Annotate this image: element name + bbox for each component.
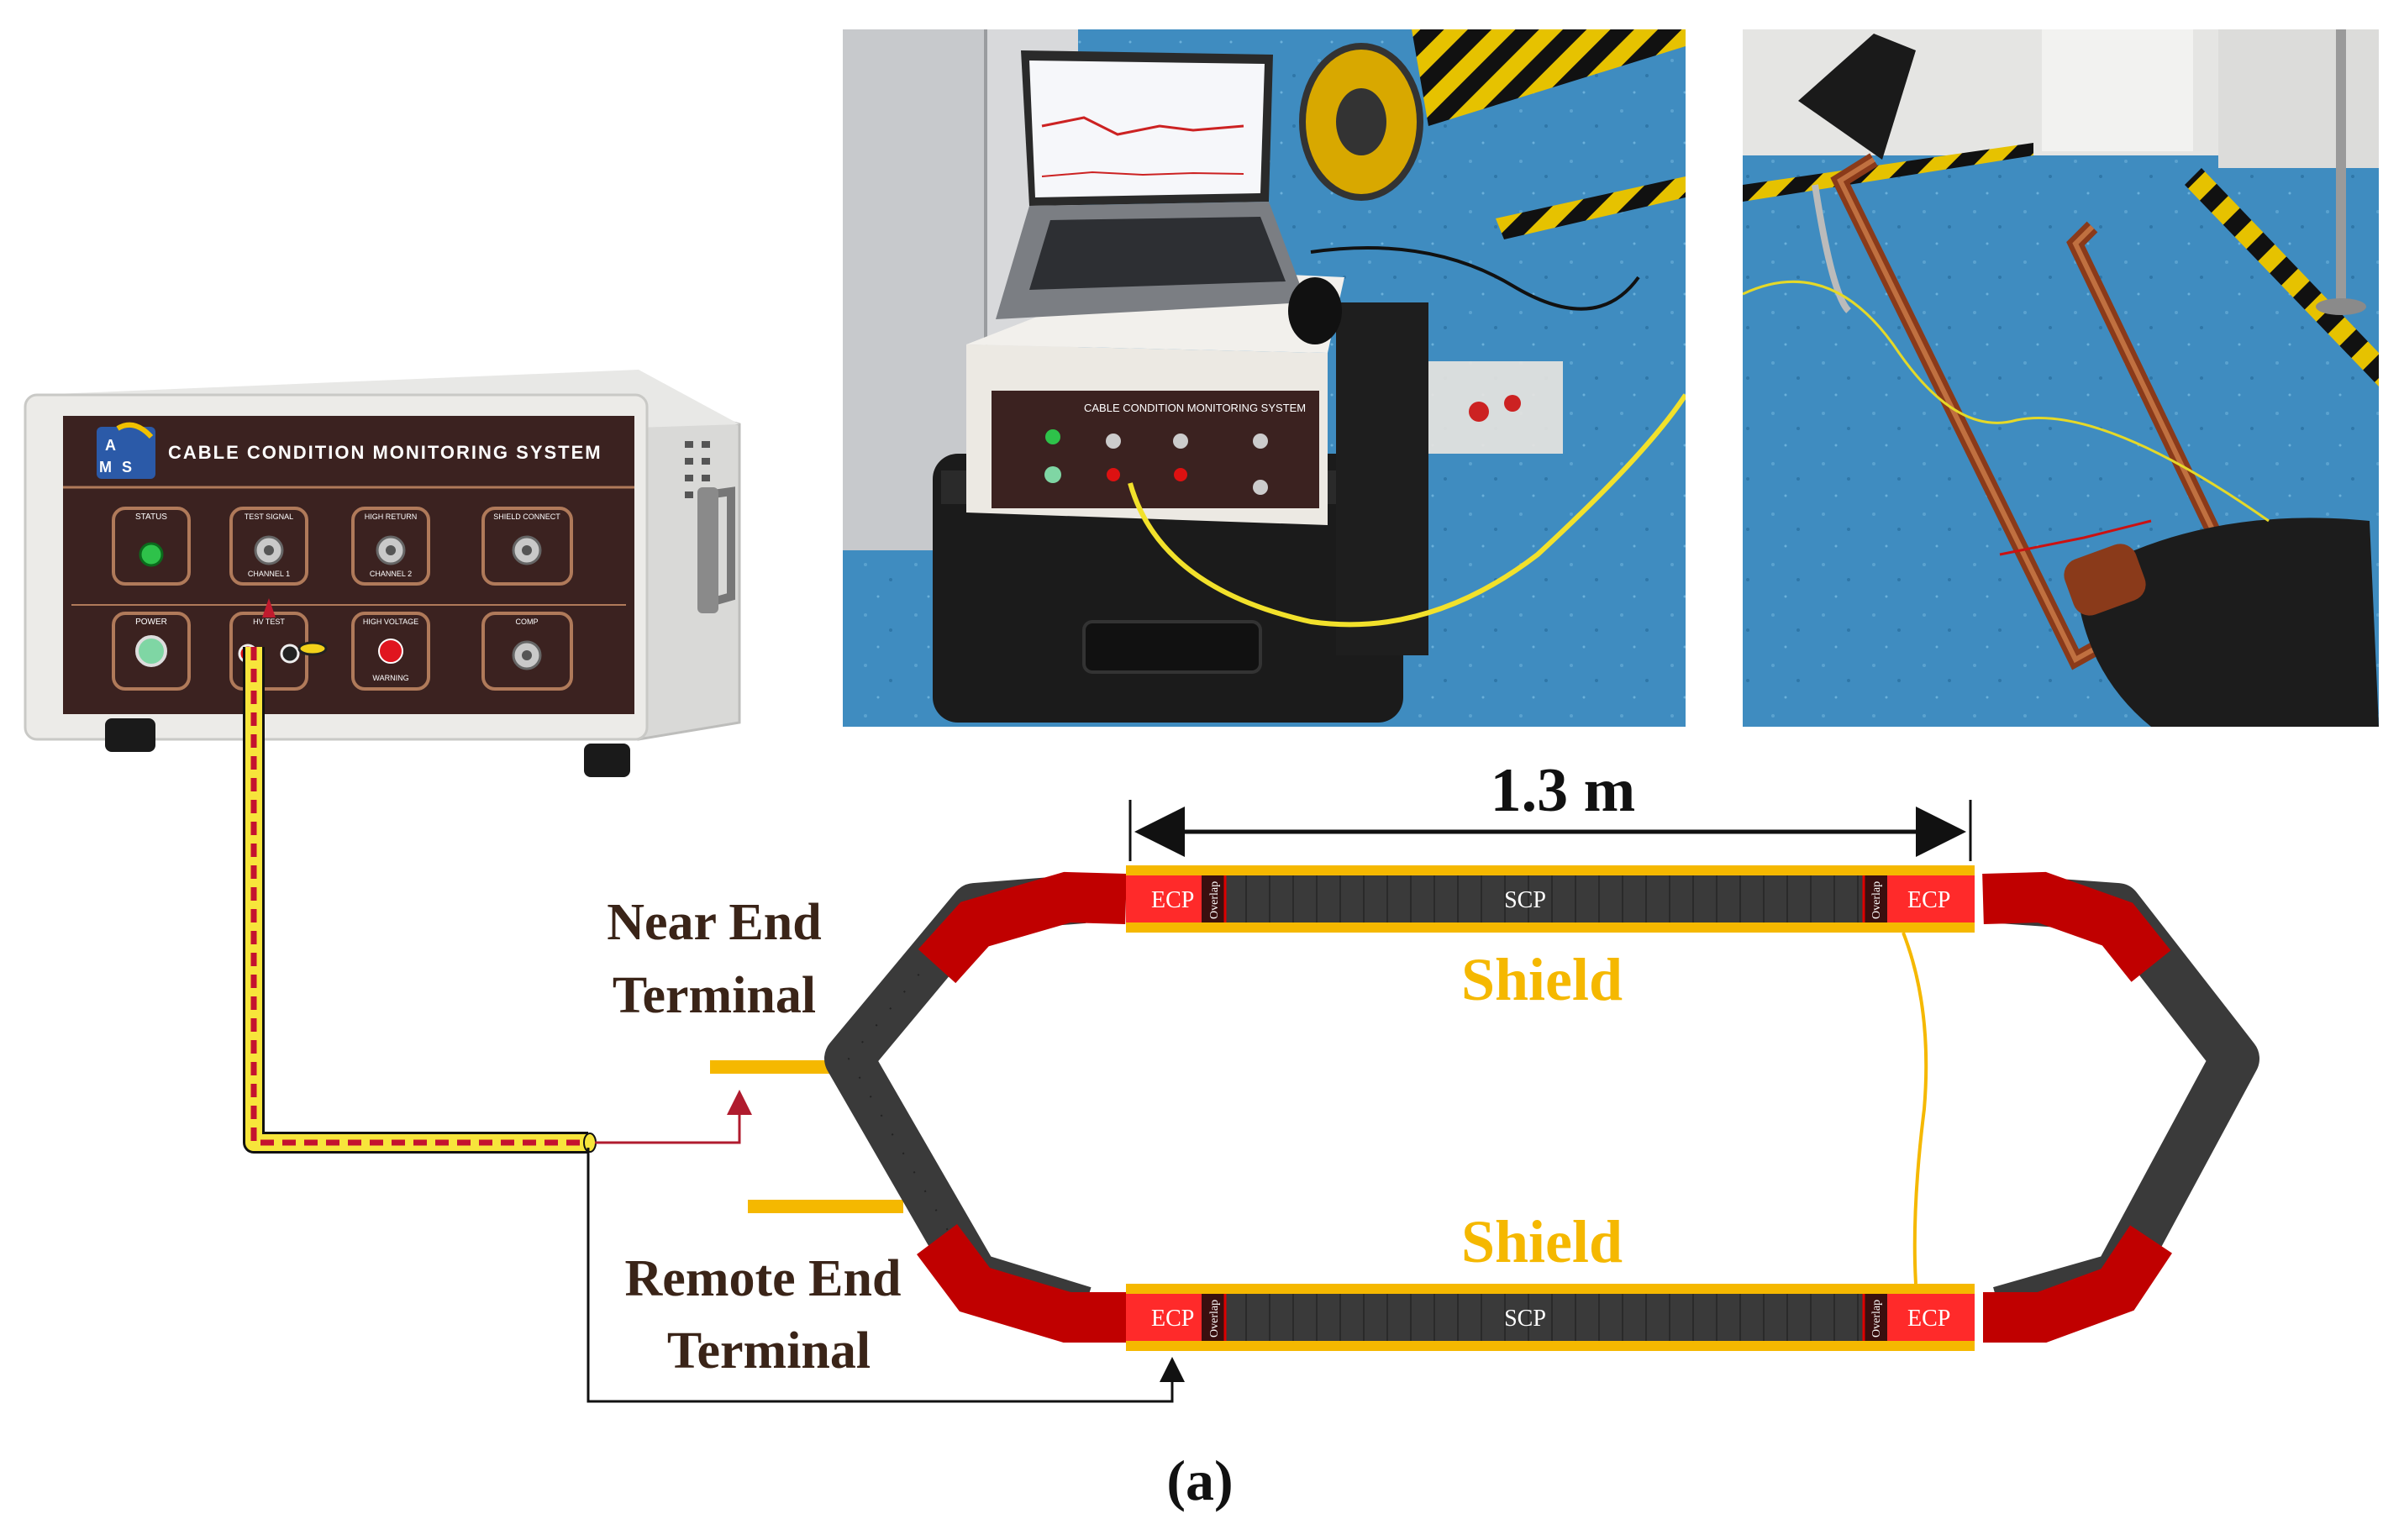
cable-loop: ECP SCP ECP Overlap Overlap ECP SCP ECP … xyxy=(824,865,2259,1351)
monitoring-device: A M S CABLE CONDITION MONITORING SYSTEM … xyxy=(24,370,741,777)
setup-photo: CABLE CONDITION MONITORING SYSTEM xyxy=(843,29,1686,727)
near-end-terminal-bar xyxy=(710,1060,857,1074)
near-end-label-line1: Near End xyxy=(607,894,822,951)
bottom-overlap-left-label: Overlap xyxy=(1208,1300,1221,1338)
length-label: 1.3 m xyxy=(1491,756,1636,825)
length-dimension: 1.3 m xyxy=(1128,756,1972,861)
svg-text:HIGH RETURN: HIGH RETURN xyxy=(365,512,418,521)
remote-end-label-line1: Remote End xyxy=(625,1250,902,1307)
bottom-scp-label: SCP xyxy=(1504,1306,1546,1332)
shield-label-bottom: Shield xyxy=(1461,1208,1623,1275)
status-indicator: STATUS xyxy=(112,507,191,586)
remote-end-terminal-bar xyxy=(748,1200,903,1213)
logo-letter-m: M xyxy=(99,459,112,476)
cable-sample-photo xyxy=(1743,29,2379,727)
bottom-shield-bottom-edge xyxy=(1126,1341,1975,1351)
svg-text:POWER: POWER xyxy=(135,618,167,627)
near-end-label-line2: Terminal xyxy=(613,967,816,1024)
logo-letter-a: A xyxy=(105,437,116,454)
connection-lines xyxy=(587,1090,1185,1403)
channel2-connector[interactable]: HIGH RETURN CHANNEL 2 xyxy=(351,507,430,586)
remote-end-label-line2: Terminal xyxy=(667,1322,871,1380)
svg-text:WARNING: WARNING xyxy=(372,674,408,682)
svg-text:HV TEST: HV TEST xyxy=(253,618,285,626)
power-button[interactable]: POWER xyxy=(112,612,191,691)
top-overlap-right-label: Overlap xyxy=(1870,881,1883,919)
top-overlap-left-label: Overlap xyxy=(1208,881,1221,919)
bottom-shield-top-edge xyxy=(1126,1284,1975,1294)
channel1-connector[interactable]: TEST SIGNAL CHANNEL 1 xyxy=(229,507,308,586)
shield-connect-connector[interactable]: SHIELD CONNECT xyxy=(481,507,573,586)
top-ecp-right-label: ECP xyxy=(1907,887,1950,913)
svg-text:CHANNEL 1: CHANNEL 1 xyxy=(248,570,290,578)
svg-text:HIGH VOLTAGE: HIGH VOLTAGE xyxy=(363,618,418,626)
top-scp-label: SCP xyxy=(1504,887,1546,913)
photo-panel-title: CABLE CONDITION MONITORING SYSTEM xyxy=(1084,402,1306,414)
svg-text:CHANNEL 2: CHANNEL 2 xyxy=(370,570,412,578)
top-shield-bottom-edge xyxy=(1126,922,1975,933)
svg-text:STATUS: STATUS xyxy=(135,512,167,522)
top-ecp-left-label: ECP xyxy=(1151,887,1194,913)
ams-logo-icon: A M S xyxy=(97,422,155,479)
svg-text:COMP: COMP xyxy=(516,618,539,626)
bottom-ecp-right-label: ECP xyxy=(1907,1306,1950,1332)
test-cable xyxy=(243,647,597,1154)
svg-text:SHIELD CONNECT: SHIELD CONNECT xyxy=(493,512,560,521)
shield-label-top: Shield xyxy=(1461,946,1623,1013)
comp-connector[interactable]: COMP xyxy=(481,612,573,691)
logo-letter-s: S xyxy=(122,459,132,476)
high-voltage-warning-light: HIGH VOLTAGE WARNING xyxy=(351,612,430,691)
bottom-ecp-left-label: ECP xyxy=(1151,1306,1194,1332)
bottom-overlap-right-label: Overlap xyxy=(1870,1300,1883,1338)
top-scp-segment xyxy=(1202,875,1874,922)
top-shield-top-edge xyxy=(1126,865,1975,875)
figure-caption: (a) xyxy=(1166,1448,1233,1512)
shield-ground-wire xyxy=(1902,932,1928,1285)
svg-text:TEST SIGNAL: TEST SIGNAL xyxy=(245,512,293,521)
bottom-scp-segment xyxy=(1202,1294,1874,1341)
panel-title: CABLE CONDITION MONITORING SYSTEM xyxy=(168,442,602,463)
